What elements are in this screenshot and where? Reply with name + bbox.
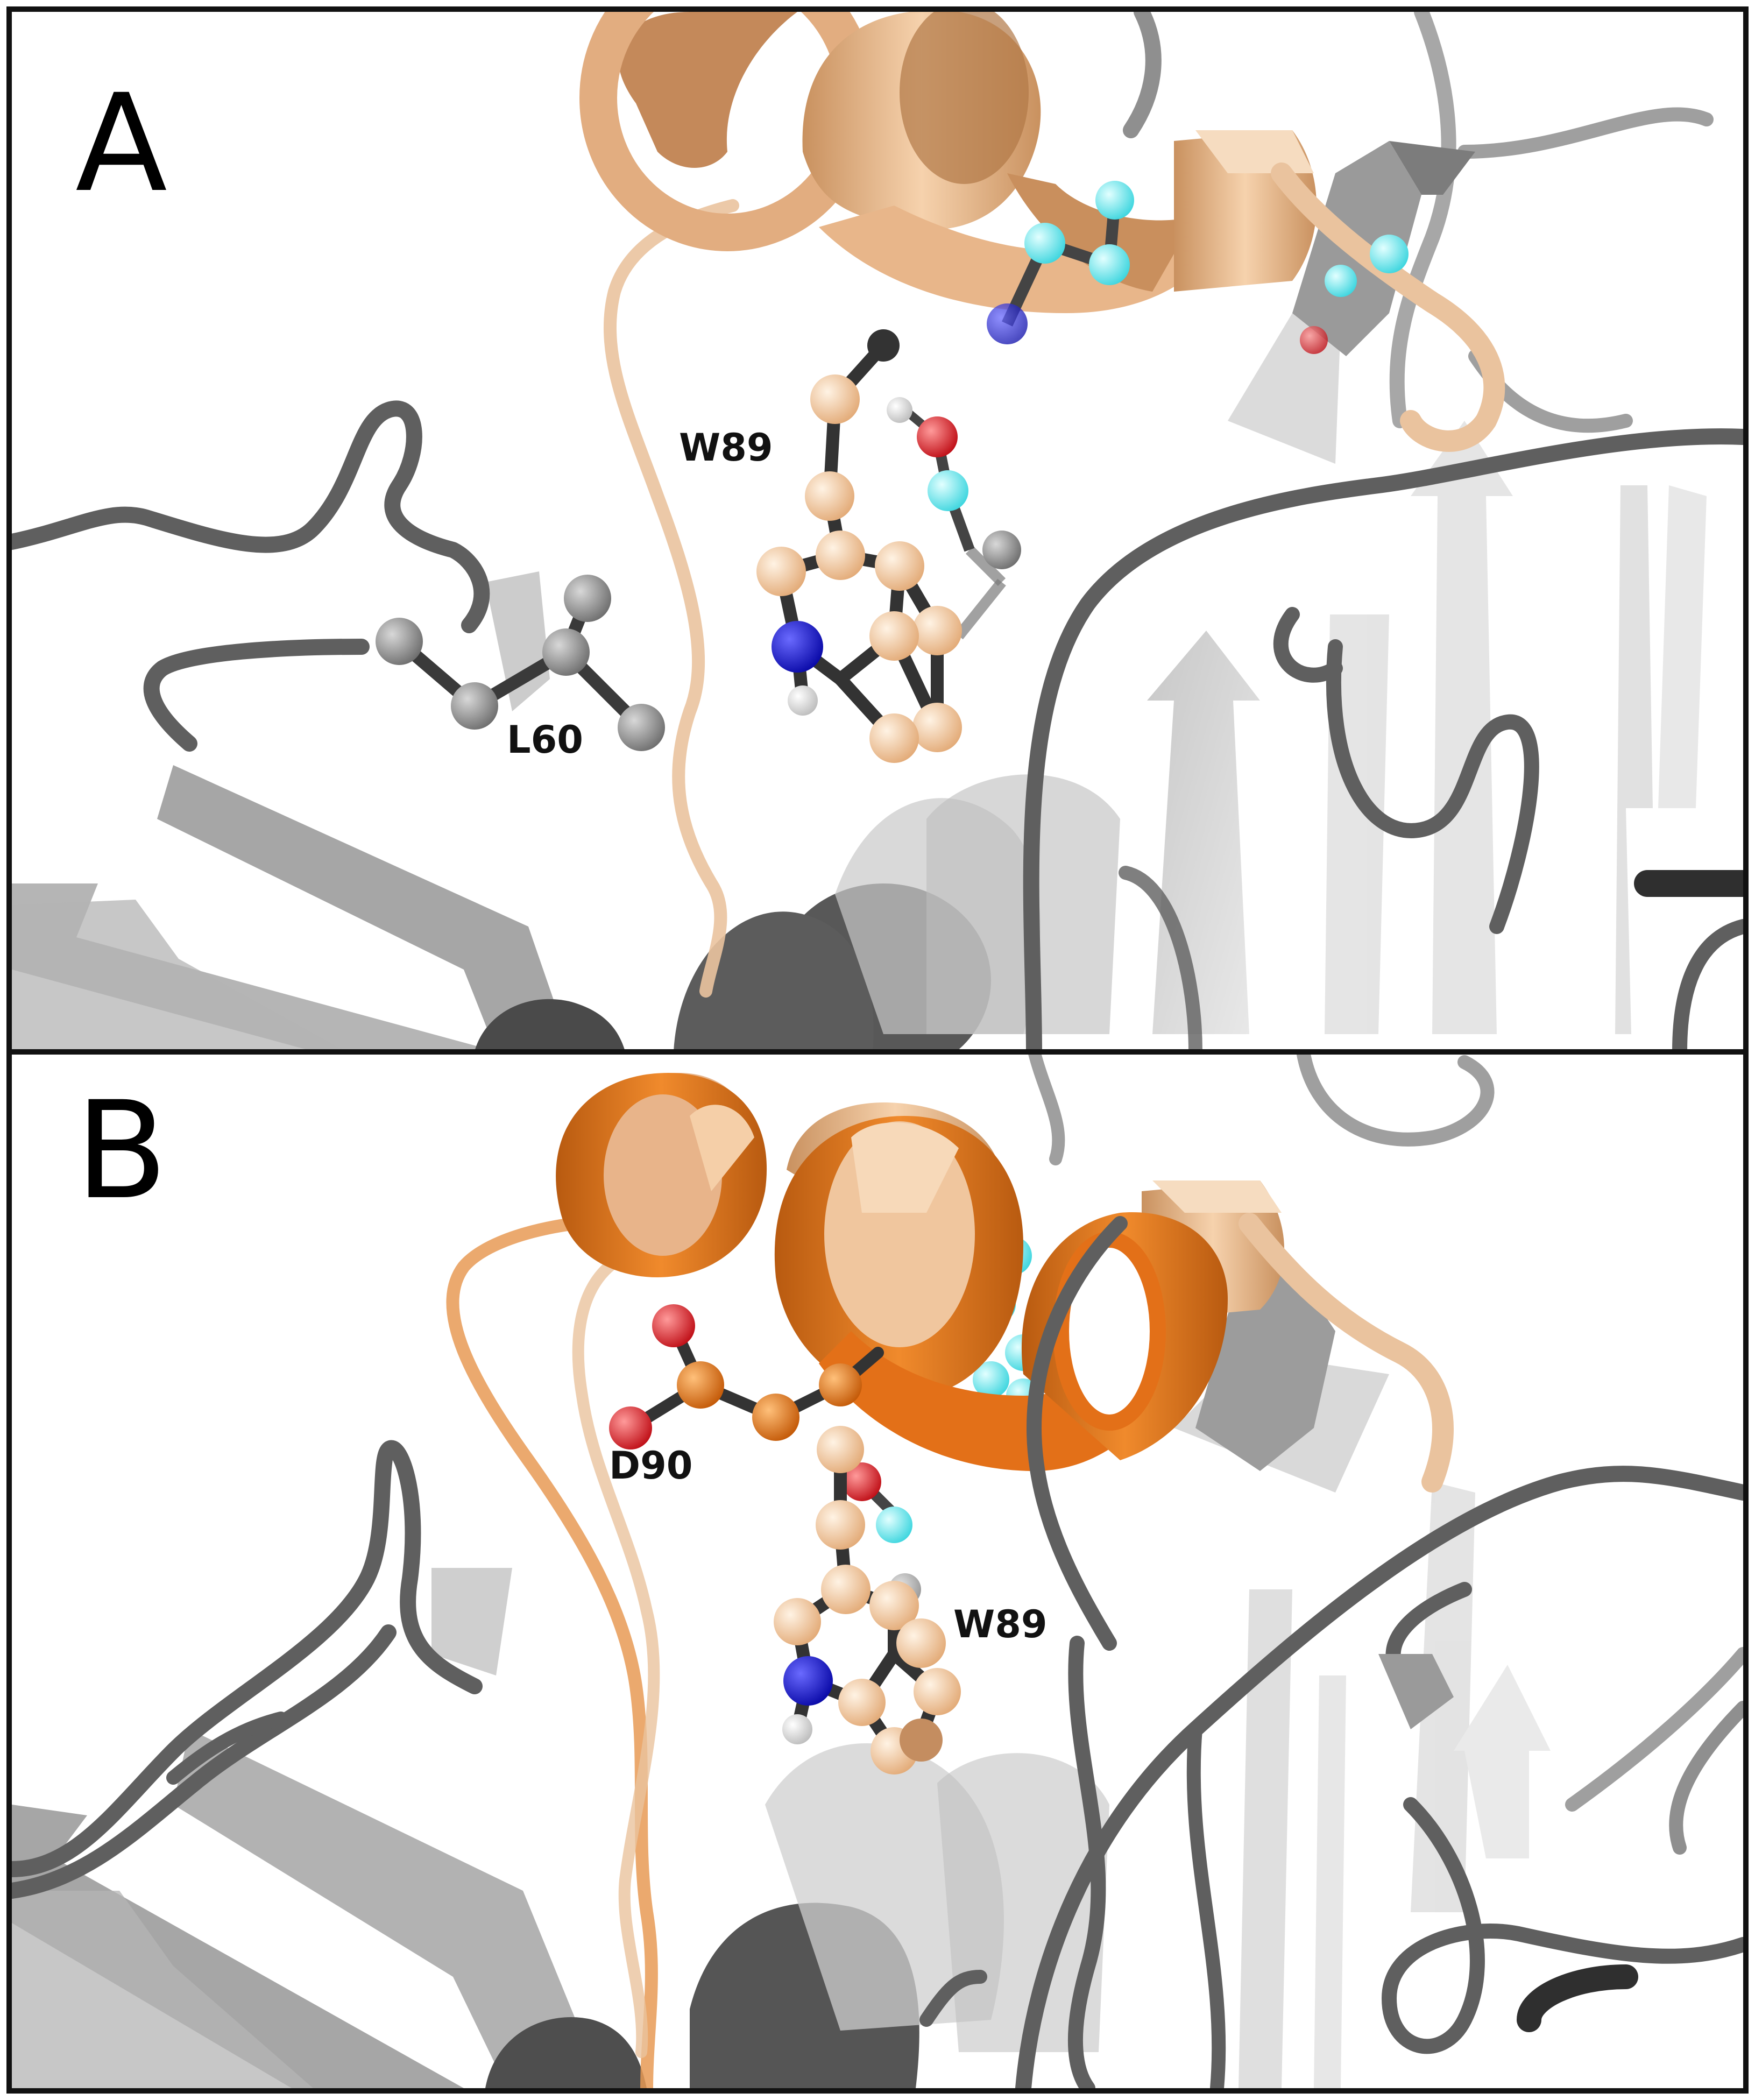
sheet-right-upper: [1195, 1267, 1454, 1729]
panel-divider: [6, 1049, 1749, 1055]
beta-sheets-right: [1174, 1353, 1551, 2088]
panel-b-structure: [12, 1051, 1743, 2088]
beta-sheets-left: [12, 1568, 604, 2088]
residue-label-w89-b: W89: [953, 1602, 1048, 1646]
orange-helix: [556, 1073, 1228, 1471]
wheat-loop: [572, 1250, 660, 2058]
residue-d90: [609, 1304, 884, 1450]
residue-gray-hydroxyl: [887, 397, 1021, 640]
panel-a: A W89 L60: [12, 12, 1743, 1051]
panel-a-structure: [12, 12, 1743, 1051]
residue-w89: [756, 329, 962, 763]
gray-loop-front: [1026, 1216, 1128, 1651]
residue-w89: [774, 1426, 961, 1774]
panel-label-a: A: [75, 65, 168, 222]
wheat-helix: [579, 12, 1505, 452]
gray-loops: [12, 12, 1743, 1051]
residue-cyan-back: [987, 181, 1409, 354]
gray-helices: [485, 1743, 1109, 2088]
residue-label-l60: L60: [507, 718, 584, 762]
residue-label-w89: W89: [679, 426, 773, 470]
panel-b: B D90 W89: [12, 1051, 1743, 2088]
residue-l60: [376, 575, 665, 751]
residue-label-d90: D90: [609, 1444, 693, 1488]
panel-label-b: B: [75, 1072, 168, 1229]
gray-helices: [475, 774, 1120, 1051]
wheat-loop: [603, 199, 739, 998]
orange-loop: [446, 1213, 675, 2088]
